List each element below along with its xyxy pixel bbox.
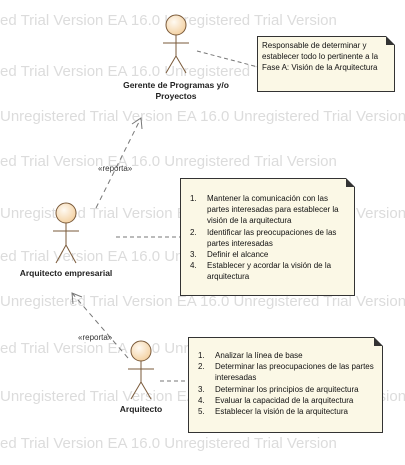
- watermark-row: ed Trial Version EA 16.0 Unregistered Tr…: [0, 153, 337, 170]
- note-arquitecto-list: 1. Analizar la línea de base 2. Determinar …: [193, 350, 378, 417]
- list-item-text: Evaluar la capacidad de la arquitectura: [215, 395, 354, 405]
- note-list-item: 3. Determinar los principios de arquitect…: [193, 384, 378, 395]
- note-link-gerente: [196, 50, 259, 68]
- note-corner: [386, 36, 395, 45]
- list-item-number: 3.: [190, 249, 197, 259]
- note-list-item: 4. Establecer y acordar la visión de la a…: [185, 260, 350, 282]
- note-list-item: 2. Determinar las preocupaciones de las p…: [193, 361, 378, 383]
- note-list-item: 1. Analizar la línea de base: [193, 350, 378, 361]
- arrowhead-icon: [131, 117, 143, 130]
- actor-gerente-figure[interactable]: [163, 14, 189, 74]
- list-item-text: Identificar las preocupaciones de las pa…: [207, 227, 337, 248]
- list-item-number: 4.: [190, 261, 197, 271]
- actor-arquitecto-figure[interactable]: [128, 340, 154, 400]
- actor-arquitecto-empresarial-figure[interactable]: [53, 202, 79, 264]
- actor-label-arquitecto: Arquitecto: [119, 404, 163, 414]
- note-gerente[interactable]: Responsable de determinar y establecer t…: [257, 36, 395, 92]
- note-empresarial-list: 1. Mantener la comunicación con las parte…: [185, 193, 350, 283]
- list-item-text: Establecer la visión de la arquitectura: [215, 406, 348, 416]
- reporta-connector-lower[interactable]: [71, 292, 129, 359]
- watermark-row: ed Trial Version EA 16.0 Unregistered Tr…: [0, 63, 337, 80]
- list-item-text: Mantener la comunicación con las partes …: [207, 194, 339, 226]
- note-corner: [374, 337, 383, 346]
- note-corner: [346, 178, 355, 187]
- list-item-number: 5.: [198, 406, 205, 416]
- list-item-text: Establecer y acordar la visión de la arq…: [207, 261, 332, 282]
- arrowhead-icon: [71, 292, 83, 305]
- note-list-item: 5. Establecer la visión de la arquitectur…: [193, 406, 378, 417]
- watermark-row: Unregistered Trial Version EA 16.0 Unreg…: [0, 293, 405, 310]
- list-item-text: Definir el alcance: [207, 249, 269, 259]
- note-list-item: 4. Evaluar la capacidad de la arquitectur…: [193, 395, 378, 406]
- actor-label-gerente: Gerente de Programas y/o Proyectos: [123, 80, 229, 102]
- watermark-row: ed Trial Version EA 16.0 Unregistered Tr…: [0, 435, 337, 452]
- list-item-text: Determinar las preocupaciones de las par…: [215, 362, 374, 383]
- note-gerente-text: Responsable de determinar y establecer t…: [262, 41, 379, 73]
- list-item-number: 4.: [198, 395, 205, 405]
- reporta-connector-upper[interactable]: [95, 117, 142, 209]
- note-arquitecto[interactable]: 1. Analizar la línea de base 2. Determinar …: [188, 337, 383, 433]
- list-item-number: 2.: [198, 362, 205, 372]
- note-arquitecto-empresarial[interactable]: 1. Mantener la comunicación con las parte…: [180, 178, 355, 296]
- stereotype-reporta-upper: «reporta»: [98, 164, 133, 173]
- note-list-item: 1. Mantener la comunicación con las parte…: [185, 193, 350, 227]
- list-item-text: Determinar los principios de arquitectur…: [215, 384, 359, 394]
- actor-label-arquitecto-empresarial: Arquitecto empresarial: [19, 268, 113, 278]
- list-item-number: 2.: [190, 227, 197, 237]
- stereotype-reporta-lower: «reporta»: [78, 333, 113, 342]
- list-item-number: 1.: [198, 351, 205, 360]
- list-item-number: 1.: [190, 194, 197, 203]
- list-item-number: 3.: [198, 384, 205, 394]
- list-item-text: Analizar la línea de base: [215, 351, 303, 360]
- note-list-item: 3. Definir el alcance: [185, 249, 350, 260]
- note-list-item: 2. Identificar las preocupaciones de las …: [185, 227, 350, 249]
- watermark-row: Unregistered Trial Version EA 16.0 Unreg…: [0, 108, 405, 125]
